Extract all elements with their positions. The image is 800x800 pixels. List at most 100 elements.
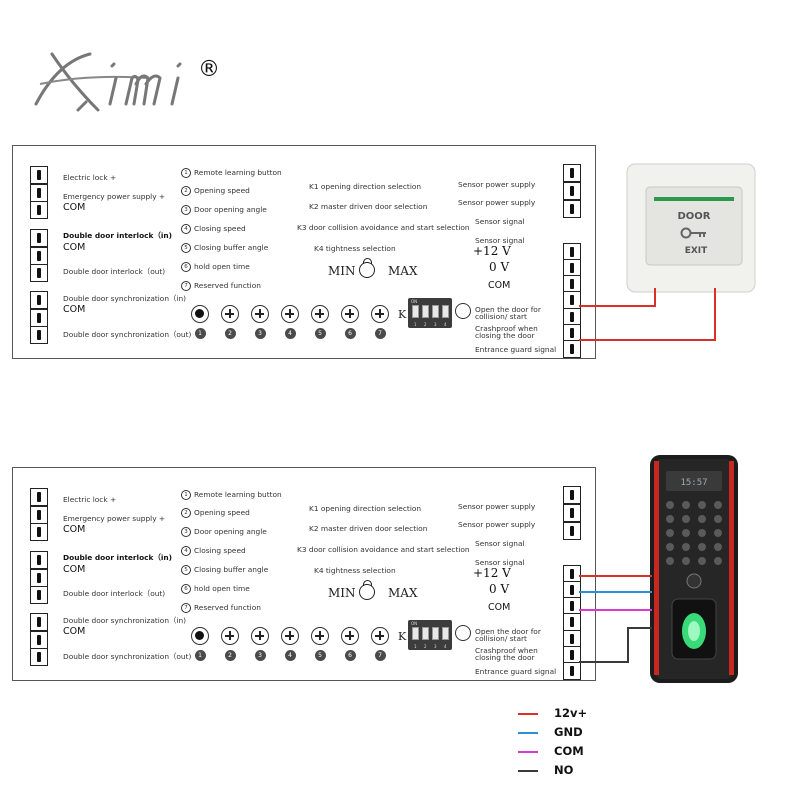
right-label: +12 V <box>473 244 511 258</box>
right-label: 0 V <box>489 260 510 274</box>
dip-toggle[interactable] <box>432 305 439 318</box>
terminal-left <box>30 523 48 541</box>
terminal-left <box>30 631 48 649</box>
terminal-left <box>30 201 48 219</box>
right-label: Sensor power supply <box>458 520 536 529</box>
controller-panel-top: Electric lock +Emergency power supply +C… <box>12 145 596 359</box>
adjust-button[interactable] <box>371 305 389 323</box>
legend-swatch <box>518 751 538 753</box>
button-number: 6 <box>344 328 356 339</box>
min-label: MIN <box>328 586 356 600</box>
right-label: closing the door <box>475 331 535 340</box>
function-text: Door opening angle <box>194 205 267 214</box>
right-label: 0 V <box>489 582 510 596</box>
adjust-button[interactable] <box>281 627 299 645</box>
adjust-button[interactable] <box>311 627 329 645</box>
adjust-knob[interactable] <box>359 580 375 600</box>
legend-label: 12v+ <box>554 706 588 720</box>
right-label: Entrance guard signal <box>475 345 557 354</box>
right-label: Sensor signal <box>475 217 525 226</box>
function-number: 1 <box>181 490 191 500</box>
function-text: Closing speed <box>194 546 246 555</box>
adjust-button[interactable] <box>281 305 299 323</box>
registered-mark: ® <box>198 57 220 82</box>
k-setting-label: K3 door collision avoidance and start se… <box>297 545 470 554</box>
adjust-button[interactable] <box>311 305 329 323</box>
dip-toggle[interactable] <box>432 627 439 640</box>
adjust-button[interactable] <box>341 305 359 323</box>
dip-number: 1 <box>414 644 417 649</box>
function-number: 1 <box>181 168 191 178</box>
terminal-right <box>563 259 581 277</box>
terminal-left <box>30 166 48 184</box>
terminal-left <box>30 326 48 344</box>
k-setting-label: K4 tightness selection <box>314 244 396 253</box>
dip-toggle[interactable] <box>422 305 429 318</box>
adjust-button[interactable] <box>251 305 269 323</box>
dip-toggle[interactable] <box>412 627 419 640</box>
adjust-button[interactable] <box>221 627 239 645</box>
right-label: Crashproof when <box>475 646 538 655</box>
function-text: Closing buffer angle <box>194 243 269 252</box>
function-number: 3 <box>181 205 191 215</box>
adjust-button[interactable] <box>371 627 389 645</box>
left-label: COM <box>63 202 86 213</box>
button-number: 1 <box>194 650 206 661</box>
terminal-left <box>30 569 48 587</box>
function-number: 2 <box>181 508 191 518</box>
function-text: Remote learning button <box>194 490 282 499</box>
adjust-button[interactable] <box>251 627 269 645</box>
k-setting-label: K3 door collision avoidance and start se… <box>297 223 470 232</box>
learning-button[interactable] <box>191 627 209 645</box>
left-label: COM <box>63 626 86 637</box>
button-number: 6 <box>344 650 356 661</box>
button-number: 3 <box>254 328 266 339</box>
adjust-button[interactable] <box>221 305 239 323</box>
dip-on-label: ON <box>411 299 418 304</box>
right-label: COM <box>488 280 511 291</box>
left-label: Double door synchronization（in) <box>63 616 187 625</box>
terminal-left <box>30 551 48 569</box>
left-label: Double door interlock（out) <box>63 267 166 276</box>
dip-toggle[interactable] <box>442 305 449 318</box>
adjust-button[interactable] <box>341 627 359 645</box>
dip-number: 4 <box>444 322 447 327</box>
function-number: 4 <box>181 546 191 556</box>
right-label: closing the door <box>475 653 535 662</box>
k-label: K <box>398 630 407 643</box>
terminal-right <box>563 486 581 504</box>
k-label: K <box>398 308 407 321</box>
dip-toggle[interactable] <box>422 627 429 640</box>
button-number: 7 <box>374 650 386 661</box>
terminal-left <box>30 229 48 247</box>
button-number: 5 <box>314 328 326 339</box>
dip-toggle[interactable] <box>412 305 419 318</box>
door-exit-button: DOOR EXIT <box>626 163 756 293</box>
right-label: Sensor signal <box>475 539 525 548</box>
learning-button[interactable] <box>191 305 209 323</box>
legend-swatch <box>518 732 538 734</box>
min-label: MIN <box>328 264 356 278</box>
adjust-knob[interactable] <box>359 258 375 278</box>
dip-toggle[interactable] <box>442 627 449 640</box>
k-setting-label: K1 opening direction selection <box>309 504 422 513</box>
function-text: Closing speed <box>194 224 246 233</box>
k-setting-label: K1 opening direction selection <box>309 182 422 191</box>
k-setting-label: K2 master driven door selection <box>309 202 428 211</box>
left-label: COM <box>63 524 86 535</box>
legend-swatch <box>518 713 538 715</box>
access-control-reader: 15:57 <box>650 455 738 683</box>
left-label: Double door interlock（in) <box>63 231 173 240</box>
dip-number: 2 <box>424 644 427 649</box>
dip-on-label: ON <box>411 621 418 626</box>
button-number: 4 <box>284 650 296 661</box>
